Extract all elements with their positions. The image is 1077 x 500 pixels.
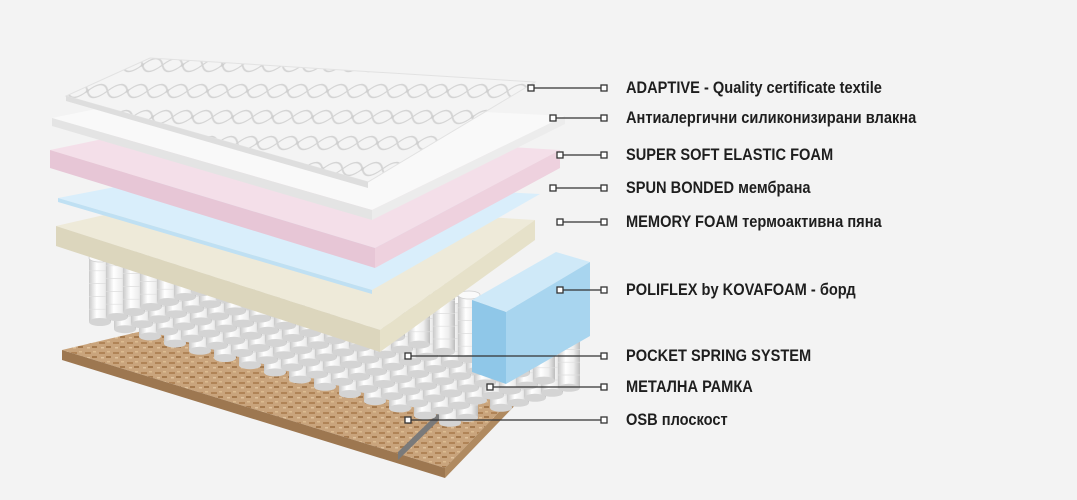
leader-marker bbox=[556, 151, 564, 159]
leader-marker bbox=[556, 218, 564, 226]
layer-label-poliflex: POLIFLEX by KOVAFOAM - борд bbox=[626, 280, 856, 299]
layer-label-memory-foam: MEMORY FOAM термоактивна пяна bbox=[626, 212, 882, 231]
leader-marker bbox=[600, 184, 608, 192]
leader-marker bbox=[527, 84, 535, 92]
layer-label-osb-board: OSB плоскост bbox=[626, 410, 728, 429]
leader-marker bbox=[486, 383, 494, 391]
adaptive-textile-layer bbox=[64, 57, 537, 188]
leader-marker bbox=[600, 286, 608, 294]
poliflex-board-layer bbox=[472, 252, 590, 384]
layer-label-pocket-springs: POCKET SPRING SYSTEM bbox=[626, 346, 812, 365]
layer-label-spun-bonded: SPUN BONDED мембрана bbox=[626, 178, 811, 197]
leader-marker bbox=[556, 286, 564, 294]
leader-marker bbox=[600, 84, 608, 92]
leader-lines bbox=[404, 84, 608, 424]
leader-marker bbox=[600, 416, 608, 424]
leader-marker bbox=[600, 151, 608, 159]
layer-label-super-soft-foam: SUPER SOFT ELASTIC FOAM bbox=[626, 145, 834, 164]
leader-marker bbox=[404, 416, 412, 424]
leader-marker bbox=[600, 114, 608, 122]
leader-marker bbox=[600, 383, 608, 391]
layer-label-silicone-fibers: Антиалергични силиконизирани влакна bbox=[626, 108, 917, 127]
layer-label-adaptive-textile: ADAPTIVE - Quality certificate textile bbox=[626, 78, 882, 97]
leader-marker bbox=[600, 352, 608, 360]
layer-label-metal-frame: МЕТАЛНА РАМКА bbox=[626, 377, 753, 396]
leader-marker bbox=[600, 218, 608, 226]
leader-marker bbox=[549, 184, 557, 192]
leader-marker bbox=[549, 114, 557, 122]
leader-marker bbox=[404, 352, 412, 360]
